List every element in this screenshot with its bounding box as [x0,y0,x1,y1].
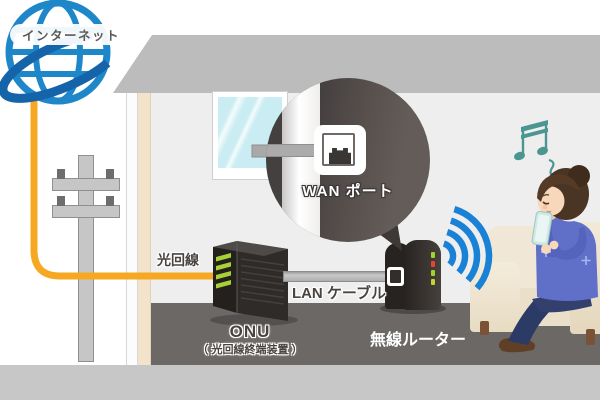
internet-label: インターネット [21,29,120,43]
wireless-router-body [403,240,441,310]
internet-globe-icon [0,0,126,105]
ethernet-port-icon [322,133,355,166]
pole-insulator [106,169,114,179]
sofa-armrest-left [470,262,520,332]
pole-insulator [57,196,65,206]
router-led-green [431,270,435,276]
onu-label: ONU [229,322,271,341]
onu-sublabel: （ 光回線終端装置 ） [197,344,303,356]
lan-cable [283,271,393,282]
pole-insulator [57,169,65,179]
wan-port-label: WAN ポート [302,183,394,200]
utility-pole-crossarm [52,178,120,191]
fiber-line-label: 光回線 [157,252,199,268]
exterior-wall [138,93,151,365]
ground-strip [0,365,600,400]
utility-pole-crossarm [52,205,120,218]
ethernet-port-icon [390,270,401,283]
lan-cable-label: LAN ケーブル [291,285,387,302]
router-wan-port [387,267,404,286]
exterior-wall-trim [126,93,138,365]
pole-insulator [106,196,114,206]
sofa-leg [586,329,595,345]
internet-label-pill: インターネット [10,24,132,45]
router-led-green [431,252,435,258]
rj45-jack-icon [329,148,351,164]
sofa-armrest-right [570,222,600,334]
router-edge-closeup [282,78,320,242]
router-label: 無線ルーター [369,332,466,349]
wan-port-closeup [314,125,366,175]
sofa-leg [480,321,489,335]
wan-port-callout-bubble: WAN ポート [266,78,430,242]
router-led-red [431,261,435,267]
router-led-green [431,279,435,285]
